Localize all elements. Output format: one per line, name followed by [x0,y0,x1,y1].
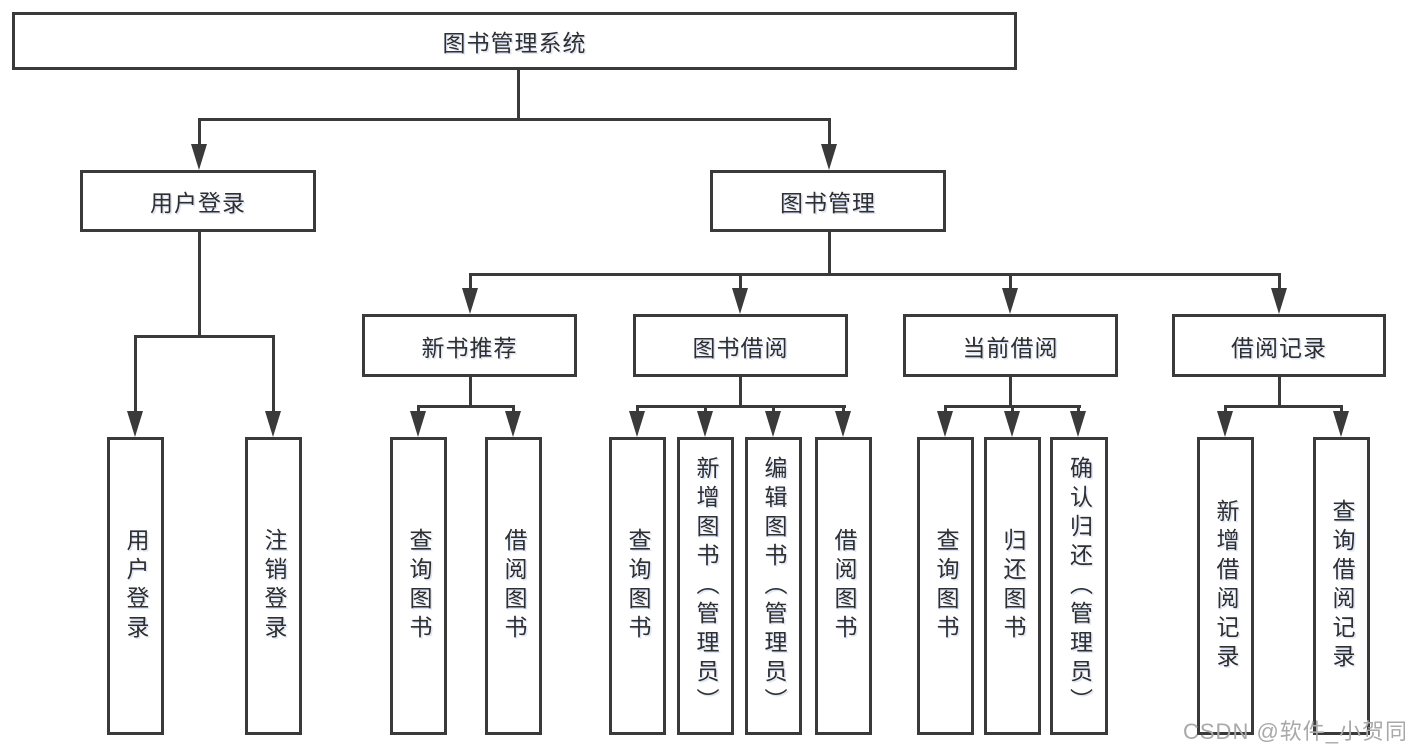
arrow-down-icon [1333,411,1349,437]
connector-vline [512,405,515,414]
arrow-down-icon [697,411,713,437]
node-label: 归还图书 [1000,528,1026,644]
connector-vline [198,118,201,147]
connector-hline [134,335,275,338]
connector-vline [704,405,707,414]
arrow-down-icon [835,411,851,437]
node-label: 借阅图书 [831,528,857,644]
connector-vline [739,273,742,291]
node-label: 图书借阅 [692,334,789,361]
arrow-down-icon [821,144,837,170]
connector-vline [1009,377,1012,408]
node-label: 当前借阅 [962,334,1059,361]
connector-vline [469,377,472,408]
node-new-book-recommend: 新书推荐 [362,314,577,377]
connector-hline [469,273,1281,276]
node-logout: 注销登录 [245,437,302,735]
node-library-system: 图书管理系统 [12,12,1017,70]
connector-vline [1011,405,1014,414]
node-return-book: 归还图书 [984,437,1041,735]
node-label: 查询图书 [406,528,432,644]
connector-vline [1224,405,1227,414]
arrow-down-icon [1004,411,1020,437]
connector-vline [417,405,420,414]
node-add-book-admin: 新增图书（管理员） [677,437,734,735]
node-label: 图书管理 [780,190,876,216]
connector-vline [1278,273,1281,291]
connector-vline [944,405,947,414]
connector-vline [272,335,275,414]
connector-vline [739,377,742,408]
connector-vline [828,232,831,276]
arrow-down-icon [191,144,207,170]
connector-vline [517,70,520,121]
connector-vline [828,118,831,147]
node-label: 新增借阅记录 [1213,499,1239,673]
arrow-down-icon [127,411,143,437]
node-query-books-borrow: 查询图书 [609,437,666,735]
arrow-down-icon [505,411,521,437]
arrow-down-icon [462,288,478,314]
connector-vline [842,405,845,414]
node-label: 新书推荐 [421,334,518,361]
node-label: 借阅记录 [1231,334,1327,361]
connector-vline [1340,405,1343,414]
node-label: 编辑图书（管理员） [761,455,787,717]
connector-vline [636,405,639,414]
connector-hline [198,118,831,121]
node-label: 确认归还（管理员） [1066,455,1093,717]
node-book-management: 图书管理 [710,170,946,232]
arrow-down-icon [629,411,645,437]
node-label: 用户登录 [123,528,149,644]
connector-vline [134,335,137,414]
node-user-login: 用户登录 [80,170,316,232]
connector-vline [772,405,775,414]
connector-hline [1224,405,1343,408]
node-current-borrow: 当前借阅 [903,314,1118,377]
node-query-books-recommend: 查询图书 [390,437,447,735]
node-label: 查询图书 [933,528,959,644]
connector-hline [417,405,515,408]
node-borrow-book-recommend: 借阅图书 [485,437,542,735]
connector-vline [1278,377,1281,408]
node-label: 图书管理系统 [442,30,587,56]
node-add-borrow-record: 新增借阅记录 [1197,437,1254,735]
node-label: 注销登录 [261,528,287,644]
connector-vline [198,232,201,338]
connector-vline [1077,405,1080,414]
watermark: CSDN @软件_小贺同学 [1183,719,1405,744]
connector-vline [1009,273,1012,291]
node-confirm-return-admin: 确认归还（管理员） [1050,437,1108,735]
node-label: 查询图书 [625,528,651,644]
arrow-down-icon [1070,411,1086,437]
arrow-down-icon [1217,411,1233,437]
arrow-down-icon [732,288,748,314]
node-query-books-current: 查询图书 [917,437,974,735]
arrow-down-icon [765,411,781,437]
node-user-login-leaf: 用户登录 [107,437,164,735]
node-label: 查询借阅记录 [1329,499,1355,673]
arrow-down-icon [1002,288,1018,314]
connector-vline [469,273,472,291]
node-query-borrow-record: 查询借阅记录 [1313,437,1370,735]
node-borrow-records: 借阅记录 [1172,314,1386,377]
connector-hline [636,405,846,408]
node-label: 用户登录 [150,190,246,216]
node-label: 新增图书（管理员） [693,455,719,717]
arrow-down-icon [1271,288,1287,314]
arrow-down-icon [937,411,953,437]
node-borrow-book: 借阅图书 [815,437,872,735]
node-label: 借阅图书 [501,528,527,644]
arrow-down-icon [410,411,426,437]
node-book-borrow: 图书借阅 [633,314,848,377]
arrow-down-icon [265,411,281,437]
node-edit-book-admin: 编辑图书（管理员） [745,437,802,735]
